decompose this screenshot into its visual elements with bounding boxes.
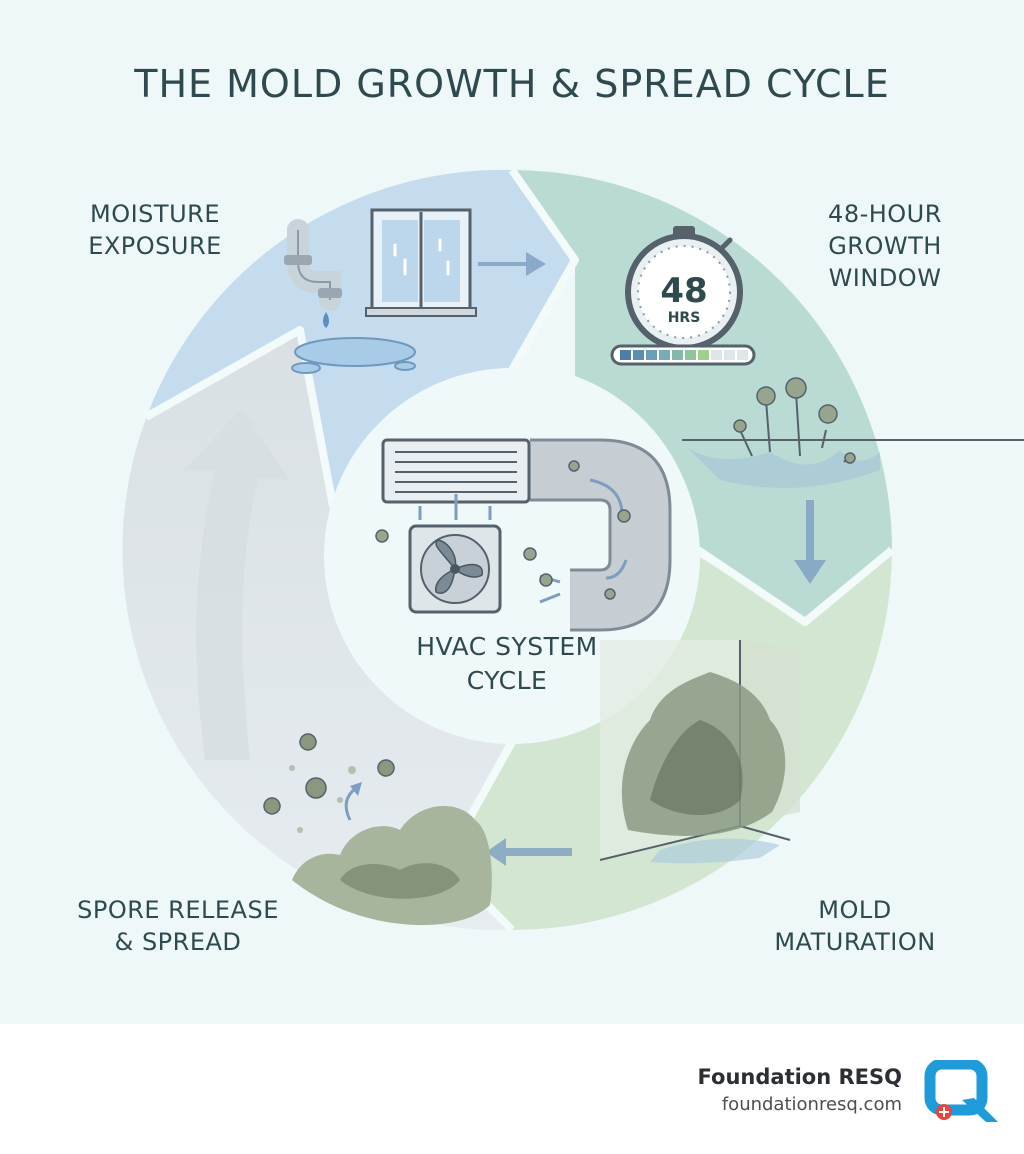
mold-stalk-icon: [682, 391, 1024, 488]
segment-growth: [512, 170, 892, 622]
mold-spore-icon: [844, 452, 856, 464]
mold-spore-icon: [337, 797, 343, 803]
stopwatch-icon: 48 HRS: [625, 226, 743, 351]
infographic-panel: THE MOLD GROWTH & SPREAD CYCLE: [0, 0, 1024, 1024]
progress-cell: [659, 350, 670, 360]
mold-spore-icon: [568, 460, 580, 472]
stage-label-spore-release: SPORE RELEASE& SPREAD: [77, 896, 279, 956]
timer-value: 48: [660, 271, 707, 311]
progress-cell: [620, 350, 631, 360]
progress-cell: [711, 350, 722, 360]
progress-cell: [724, 350, 735, 360]
brand-url: foundationresq.com: [721, 1094, 902, 1115]
window-icon: [365, 208, 477, 317]
page-title: THE MOLD GROWTH & SPREAD CYCLE: [134, 62, 890, 106]
mold-spore-icon: [375, 529, 389, 543]
timer-unit: HRS: [668, 310, 701, 326]
mold-cluster-spore: [292, 806, 492, 926]
mold-spore-icon: [299, 733, 317, 751]
fan-icon: [408, 524, 561, 614]
mold-spore-icon: [348, 766, 356, 774]
duct-icon: [530, 438, 672, 632]
progress-cell: [698, 350, 709, 360]
mold-spore-icon: [617, 509, 631, 523]
mold-spore-icon: [305, 777, 327, 799]
cycle-diagram: 48 HRS: [122, 169, 1024, 931]
mold-spore-icon: [785, 377, 807, 399]
progress-cell: [646, 350, 657, 360]
mold-spore-icon: [733, 419, 747, 433]
brand-block: Foundation RESQ foundationresq.com: [640, 1062, 902, 1118]
progress-cell: [633, 350, 644, 360]
brand-name: Foundation RESQ: [697, 1065, 902, 1089]
mold-spore-icon: [263, 797, 281, 815]
puddle-icon: [291, 337, 416, 374]
mold-spore-icon: [297, 827, 303, 833]
mold-spore-icon: [377, 759, 395, 777]
progress-cell: [685, 350, 696, 360]
mold-spore-icon: [818, 404, 838, 424]
mold-spore-icon: [289, 765, 295, 771]
mold-spore-icon: [539, 573, 553, 587]
progress-cell: [737, 350, 748, 360]
progress-bar-icon: [610, 344, 756, 366]
mold-spore-icon: [523, 547, 537, 561]
mold-spore-icon: [604, 588, 616, 600]
progress-cell: [672, 350, 683, 360]
hvac-unit-icon: [381, 438, 531, 520]
foundation-resq-logo: [924, 1060, 998, 1122]
mold-spore-icon: [756, 386, 776, 406]
pipe-icon: [284, 219, 342, 328]
